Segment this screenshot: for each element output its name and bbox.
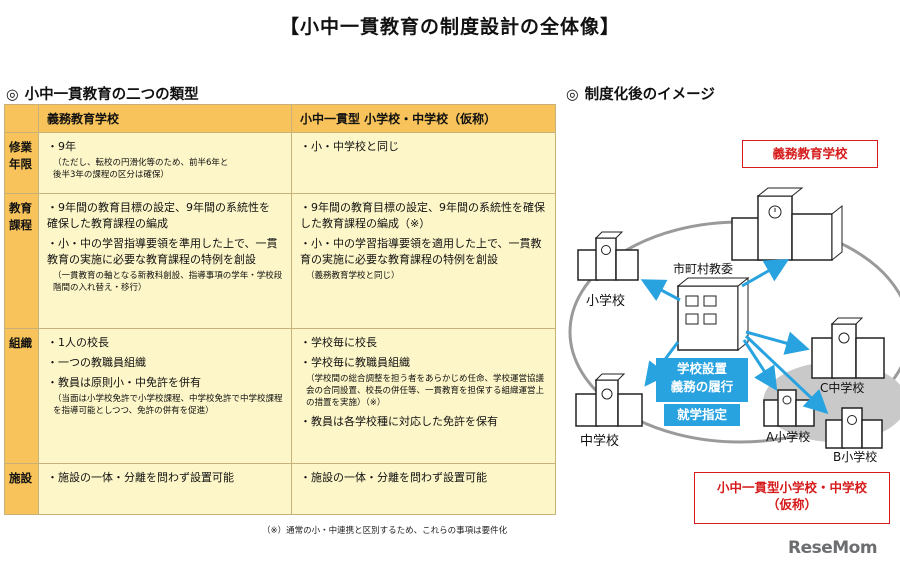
cell-note: （義務教育学校と同じ） — [306, 270, 400, 281]
row-header: 施設 — [4, 462, 39, 516]
table-cell: ・施設の一体・分離を問わず設置可能 — [291, 462, 556, 516]
c-junior-high-icon — [811, 317, 885, 379]
system-diagram — [560, 110, 900, 530]
cell-text: ・施設の一体・分離を問わず設置可能 — [300, 470, 487, 484]
cell-text: ・学校毎に校長 — [300, 335, 377, 349]
table-cell: ・9年間の教育目標の設定、9年間の系統性を確保した教育課程の編成（※） ・小・中の… — [291, 192, 556, 329]
table-row: 施設・施設の一体・分離を問わず設置可能・施設の一体・分離を問わず設置可能 — [4, 462, 556, 516]
elementary-school-label: 小学校 — [586, 294, 626, 309]
cell-text: ・9年 — [47, 140, 76, 153]
arrow-to-board — [741, 259, 790, 288]
left-section-heading: ◎ 小中一貫教育の二つの類型 — [6, 83, 199, 104]
cell-text: ・教員は各学校種に対応した免許を保有 — [300, 414, 498, 428]
double-circle-icon: ◎ — [6, 87, 19, 103]
table-row: 組織・1人の校長・一つの教職員組織・教員は原則小・中免許を併有 （当面は小学校免許… — [4, 327, 556, 464]
cell-note: （ただし、転校の円滑化等のため、前半6年と 後半3年の課程の区分は確保） — [53, 157, 229, 181]
school-establishment-label: 学校設置 義務の履行 — [656, 358, 748, 402]
central-building-icon — [676, 276, 750, 352]
arrow-to-a-elementary — [742, 339, 778, 392]
cell-text: ・9年間の教育目標の設定、9年間の系統性を確保した教育課程の編成（※） — [300, 200, 545, 230]
cell-note: （一貫教育の軸となる新教科創設、指導事項の学年・学校段階間の入れ替え・移行） — [53, 270, 283, 293]
board-building-icon — [731, 187, 843, 262]
arrow-to-b-elementary — [744, 334, 829, 415]
page-title: 【小中一貫教育の制度設計の全体像】 — [279, 16, 620, 38]
table-cell: ・1人の校長・一つの教職員組織・教員は原則小・中免許を併有 （当面は小学校免許で小… — [38, 327, 292, 464]
table-cell: ・小・中学校と同じ — [291, 132, 556, 194]
gimu-school-label: 義務教育学校 — [742, 140, 878, 168]
column-header-gimu: 義務教育学校 — [38, 104, 292, 133]
c-junior-high-label: C中学校 — [820, 381, 865, 395]
resemom-logo: ReseMom — [788, 538, 878, 558]
arrow-to-c-junior — [745, 330, 810, 355]
cell-text: ・小・中学校と同じ — [300, 140, 399, 153]
row-header: 組織 — [4, 327, 39, 464]
a-elementary-label: A小学校 — [766, 430, 811, 444]
arrow-to-elementary — [640, 279, 681, 302]
table-cell: ・学校毎に校長・学校毎に教職員組織 （学校間の総合調整を担う者をあらかじめ任命、学… — [291, 327, 556, 464]
right-section-heading: ◎ 制度化後のイメージ — [566, 83, 715, 104]
footnote: （※）通常の小・中連携と区別するため、これらの事項は要件化 — [262, 526, 508, 536]
cell-text: ・1人の校長 — [47, 335, 109, 349]
arrows — [640, 259, 829, 415]
left-section-title: 小中一貫教育の二つの類型 — [24, 87, 199, 103]
column-header-ikkan: 小中一貫型 小学校・中学校（仮称） — [291, 104, 556, 133]
school-designation-label: 就学指定 — [664, 404, 740, 426]
double-circle-icon: ◎ — [566, 87, 579, 103]
junior-high-school-label: 中学校 — [580, 434, 620, 449]
cell-text: ・一つの教職員組織 — [47, 355, 146, 369]
table-cell: ・9年間の教育目標の設定、9年間の系統性を 確保した教育課程の編成・小・中の学習… — [38, 192, 292, 329]
row-header: 教育 課程 — [4, 192, 39, 329]
cell-text: ・教員は原則小・中免許を併有 — [47, 375, 201, 389]
table-cell: ・施設の一体・分離を問わず設置可能 — [38, 462, 292, 516]
table-row: 修業 年限・9年 （ただし、転校の円滑化等のため、前半6年と 後半3年の課程の区分… — [4, 132, 556, 194]
cell-text: ・小・中の学習指導要領を準用した上で、一貫教育の実施に必要な教育課程の特例を創設 — [47, 236, 278, 266]
cell-note: （学校間の総合調整を担う者をあらかじめ任命、学校運営協議会の合同設置、校長の併任… — [306, 373, 545, 409]
junior-high-school-icon — [575, 373, 643, 427]
table-row: 教育 課程・9年間の教育目標の設定、9年間の系統性を 確保した教育課程の編成・小… — [4, 192, 556, 329]
cell-text: ・施設の一体・分離を問わず設置可能 — [47, 470, 234, 484]
table-corner — [4, 104, 39, 133]
cell-text: ・小・中の学習指導要領を適用した上で、一貫教育の実施に必要な教育課程の特例を創設 — [300, 236, 542, 266]
elementary-school-icon — [577, 231, 639, 281]
row-header: 修業 年限 — [4, 132, 39, 194]
b-elementary-icon — [825, 407, 883, 449]
cell-note: （当面は小学校免許で小学校課程、中学校免許で中学校課程を指導可能としつつ、免許の… — [53, 393, 283, 416]
board-of-education-label: 市町村教委 — [673, 262, 734, 276]
b-elementary-label: B小学校 — [833, 450, 878, 464]
cell-text: ・9年間の教育目標の設定、9年間の系統性を 確保した教育課程の編成 — [47, 200, 270, 230]
diagram-graphics — [568, 187, 900, 449]
table-cell: ・9年 （ただし、転校の円滑化等のため、前半6年と 後半3年の課程の区分は確保） — [38, 132, 292, 194]
right-section-title: 制度化後のイメージ — [584, 87, 715, 103]
comparison-table: 義務教育学校 小中一貫型 小学校・中学校（仮称） 修業 年限・9年 （ただし、転校… — [4, 104, 556, 516]
cell-text: ・学校毎に教職員組織 — [300, 355, 410, 369]
ikkan-school-label: 小中一貫型小学校・中学校 （仮称） — [694, 472, 890, 524]
